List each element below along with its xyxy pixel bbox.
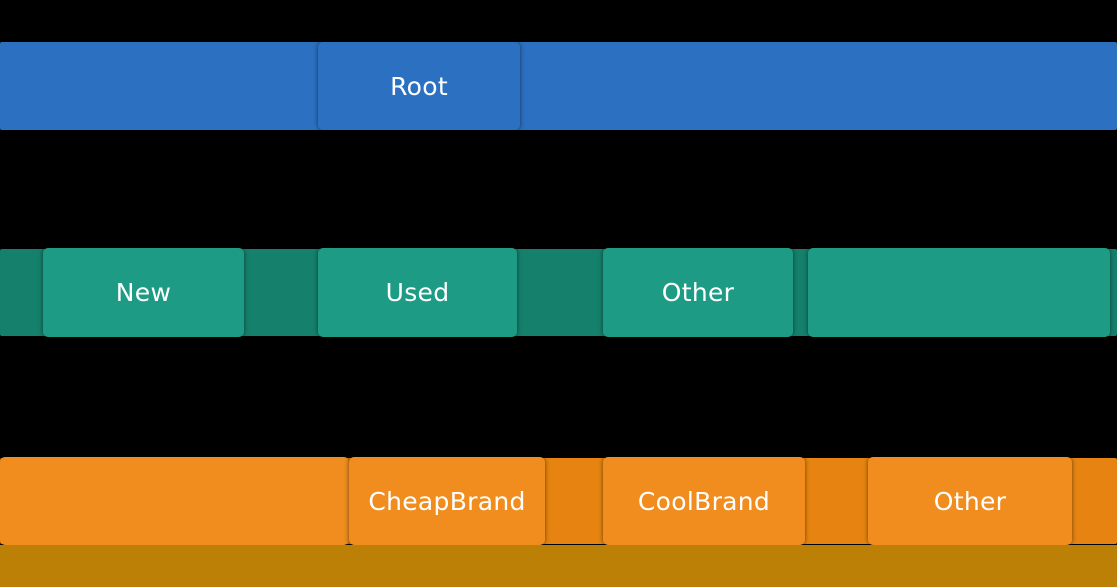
node-label: CheapBrand <box>368 486 526 516</box>
node-used[interactable]: Used <box>318 248 517 337</box>
node-other[interactable]: Other <box>603 248 793 337</box>
node-label: New <box>115 278 172 307</box>
level-root-band <box>0 42 1117 130</box>
bottom-level-band <box>0 545 1117 587</box>
node-unlabeled[interactable] <box>0 457 349 545</box>
node-other[interactable]: Other <box>868 457 1072 545</box>
node-label: Used <box>385 278 450 307</box>
node-new[interactable]: New <box>43 248 244 337</box>
node-cheapbrand[interactable]: CheapBrand <box>349 457 545 545</box>
node-unlabeled[interactable] <box>808 248 1110 337</box>
node-label: Root <box>390 71 448 101</box>
node-label: Other <box>661 278 735 307</box>
node-label: Other <box>933 486 1007 516</box>
node-label: CoolBrand <box>637 486 771 516</box>
node-root[interactable]: Root <box>318 42 520 130</box>
node-coolbrand[interactable]: CoolBrand <box>603 457 805 545</box>
